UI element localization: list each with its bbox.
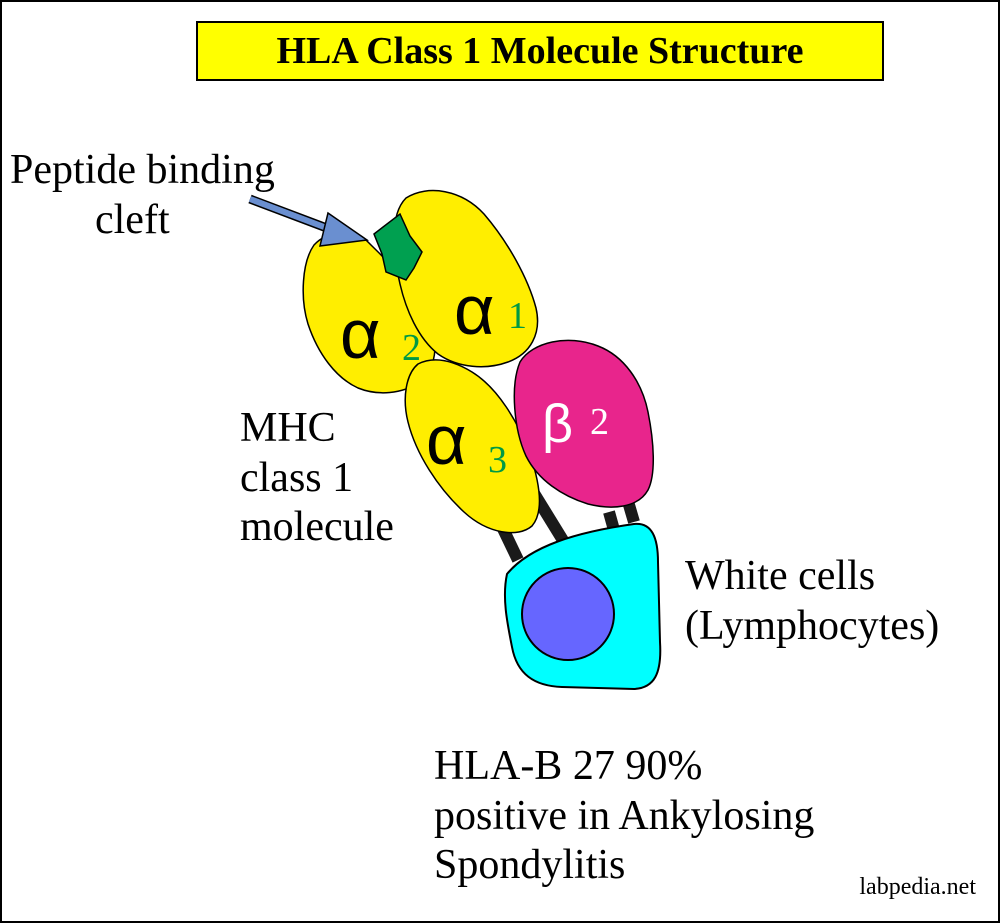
hla-note-line3: Spondylitis — [434, 842, 626, 889]
white-label-line1: White cells — [685, 553, 876, 599]
diagram-title: HLA Class 1 Molecule Structure — [196, 21, 884, 81]
peptide-label-line2: cleft — [95, 196, 170, 243]
white-cells-label: White cells (Lymphocytes) — [685, 552, 939, 651]
alpha1-subscript: 1 — [508, 295, 527, 337]
alpha2-subscript: 2 — [402, 327, 421, 369]
mhc-class1-label: MHC class 1 molecule — [240, 404, 394, 553]
cell-nucleus — [521, 567, 615, 661]
hla-note-line1: HLA-B 27 90% — [434, 743, 703, 789]
hla-b27-note: HLA-B 27 90% positive in Ankylosing Spon… — [434, 742, 814, 891]
peptide-shape — [373, 212, 423, 281]
brand-watermark: labpedia.net — [859, 874, 976, 900]
alpha3-subscript: 3 — [488, 439, 507, 481]
alpha2-symbol: α — [340, 295, 380, 373]
alpha1-symbol: α — [454, 271, 494, 349]
beta2-domain-shape — [513, 339, 655, 508]
alpha1-domain-shape — [393, 189, 539, 368]
white-label-line2: (Lymphocytes) — [685, 602, 940, 649]
peptide-binding-cleft-label: Peptide binding cleft — [10, 146, 275, 245]
alpha3-domain-shape — [404, 359, 541, 534]
mhc-label-line2: class 1 — [240, 454, 354, 501]
alpha3-symbol: α — [426, 401, 466, 479]
peptide-label-line1: Peptide binding — [10, 147, 275, 193]
beta2-symbol: β — [542, 394, 573, 454]
hla-note-line2: positive in Ankylosing — [434, 792, 815, 839]
mhc-label-line1: MHC — [240, 405, 336, 451]
mhc-label-line3: molecule — [240, 504, 394, 551]
peptide-arrow — [248, 194, 370, 247]
beta2-subscript: 2 — [590, 401, 609, 443]
